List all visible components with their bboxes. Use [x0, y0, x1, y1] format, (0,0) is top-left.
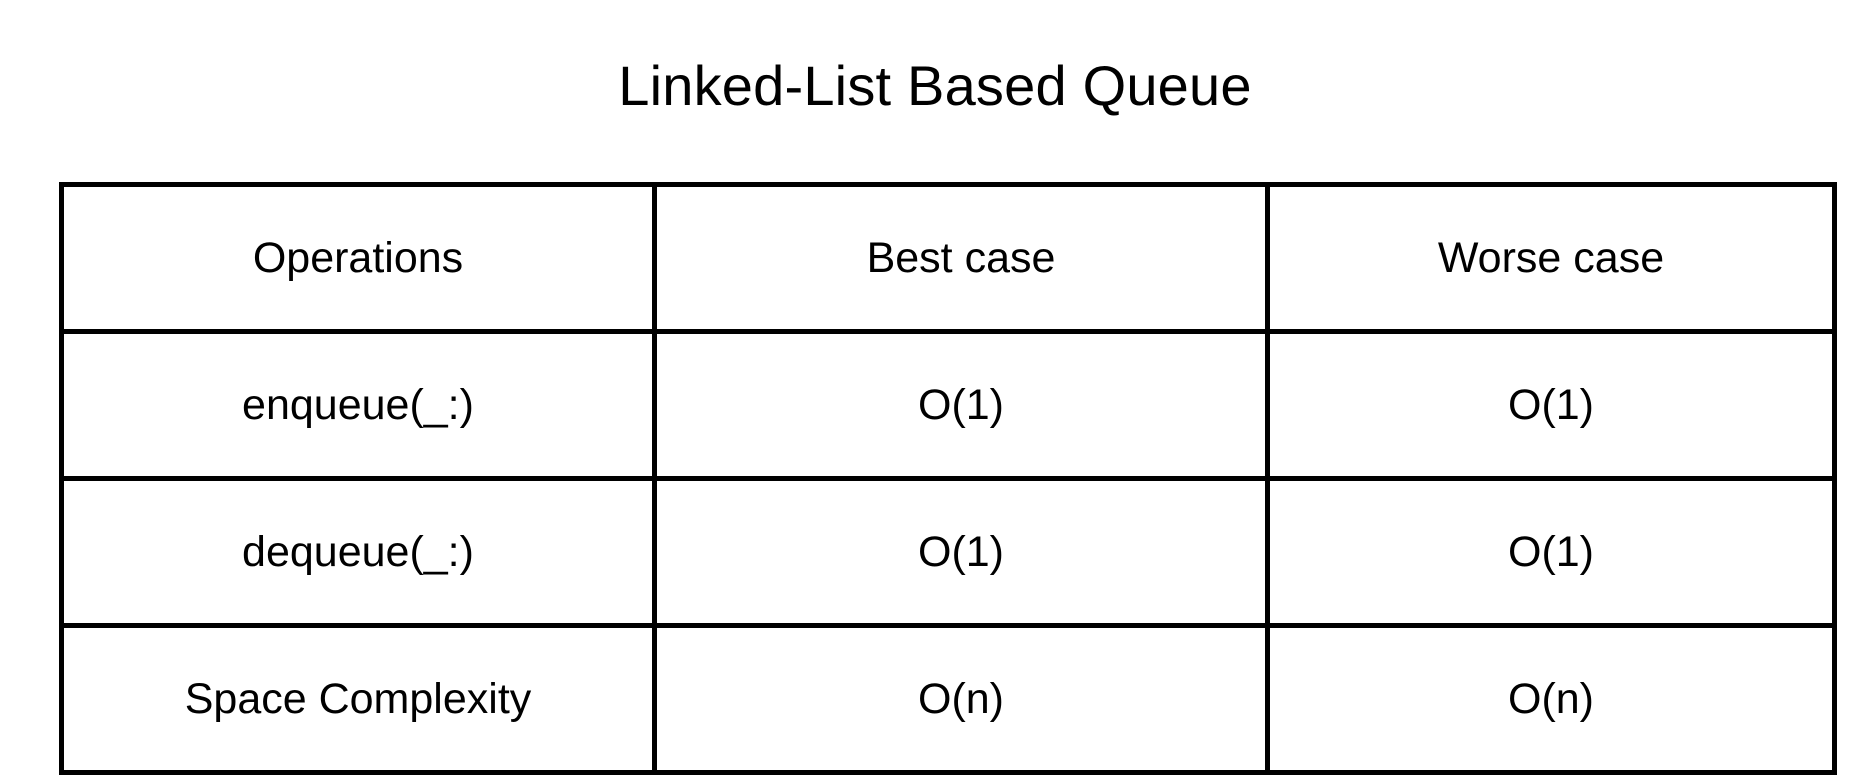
cell-operation-dequeue: dequeue(_:) — [59, 476, 657, 628]
table-row: dequeue(_:) O(1) O(1) — [59, 476, 1837, 628]
cell-operation-enqueue: enqueue(_:) — [59, 329, 657, 481]
cell-best-dequeue: O(1) — [652, 476, 1270, 628]
cell-operation-space: Space Complexity — [59, 623, 657, 775]
header-best-case: Best case — [652, 182, 1270, 334]
cell-best-enqueue: O(1) — [652, 329, 1270, 481]
table-row: enqueue(_:) O(1) O(1) — [59, 329, 1837, 481]
cell-worse-enqueue: O(1) — [1265, 329, 1837, 481]
page-title: Linked-List Based Queue — [618, 54, 1252, 117]
table-header-row: Operations Best case Worse case — [59, 182, 1837, 334]
header-operations: Operations — [59, 182, 657, 334]
cell-worse-space: O(n) — [1265, 623, 1837, 775]
cell-best-space: O(n) — [652, 623, 1270, 775]
header-worse-case: Worse case — [1265, 182, 1837, 334]
table-row: Space Complexity O(n) O(n) — [59, 623, 1837, 775]
cell-worse-dequeue: O(1) — [1265, 476, 1837, 628]
complexity-table: Operations Best case Worse case enqueue(… — [59, 182, 1837, 775]
